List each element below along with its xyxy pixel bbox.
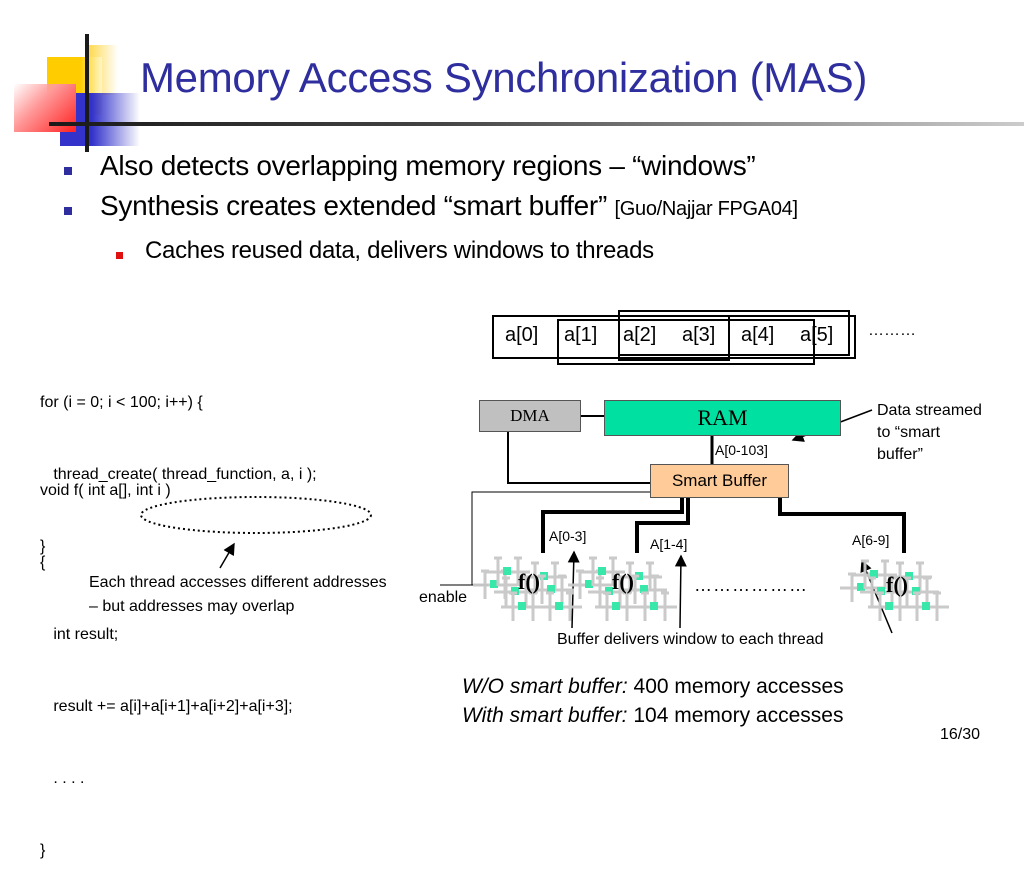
bullet-1: Also detects overlapping memory regions … xyxy=(100,150,756,182)
window-label-2: A[1-4] xyxy=(650,536,688,552)
enable-label: enable xyxy=(419,589,468,606)
code-line: } xyxy=(40,842,46,859)
array-cell: a[3] xyxy=(682,324,716,346)
result-value: 400 memory accesses xyxy=(633,675,844,698)
deliver-note: Buffer delivers window to each thread xyxy=(557,631,824,648)
thread-ellipsis: ……………… xyxy=(694,575,808,595)
stream-note-line: Data streamed xyxy=(877,402,982,419)
array-ellipsis: ……… xyxy=(868,322,916,339)
window-box-1 xyxy=(557,319,815,365)
sub-bullet-1: Caches reused data, delivers windows to … xyxy=(145,237,654,264)
dma-block: DMA xyxy=(479,400,581,432)
ram-bus-label: A[0-103] xyxy=(715,442,768,458)
code-line: void f( int a[], int i ) xyxy=(40,482,171,499)
array-cell: a[2] xyxy=(623,324,657,346)
window-box-3 xyxy=(618,315,730,361)
window-label-3: A[6-9] xyxy=(852,532,890,548)
thread-function-3: f() xyxy=(886,572,908,597)
ram-block: RAM xyxy=(604,400,841,436)
stream-note-line: buffer” xyxy=(877,446,923,463)
code-loop: for (i = 0; i < 100; i++) { thread_creat… xyxy=(40,343,317,583)
stream-note: Data streamed to “smart buffer” xyxy=(877,400,982,466)
code-line: int result; xyxy=(40,626,119,643)
note-arrow xyxy=(219,542,235,569)
title-underline xyxy=(49,122,1024,126)
code-line: } xyxy=(40,538,46,555)
logo-vertical-line xyxy=(85,34,89,152)
code-line: result += a[i]+a[i+1]+a[i+2]+a[i+3]; xyxy=(40,698,293,715)
bullet-2-citation: [Guo/Najjar FPGA04] xyxy=(614,198,798,220)
thread-function-2: f() xyxy=(612,569,634,594)
bullet-2: Synthesis creates extended “smart buffer… xyxy=(100,190,798,222)
page-number: 16/30 xyxy=(940,726,981,743)
code-function: void f( int a[], int i ) { int result; r… xyxy=(40,431,293,887)
array-cell: a[5] xyxy=(800,324,834,346)
array-cell: a[1] xyxy=(564,324,598,346)
diagram-lines xyxy=(140,310,951,634)
result-without: W/O smart buffer: 400 memory accesses xyxy=(462,675,844,699)
result-with: With smart buffer: 104 memory accesses xyxy=(462,704,843,728)
bullet-2-text: Synthesis creates extended “smart buffer… xyxy=(100,190,607,221)
result-label: With smart buffer: xyxy=(462,704,628,727)
bullet-1-text: Also detects overlapping memory regions … xyxy=(100,150,756,181)
code-line: { xyxy=(40,554,46,571)
slide-title: Memory Access Synchronization (MAS) xyxy=(140,54,868,101)
result-label: W/O smart buffer: xyxy=(462,675,628,698)
bullet-marker xyxy=(64,167,72,175)
code-line: . . . . xyxy=(40,770,85,787)
array-cell: a[0] xyxy=(505,324,539,346)
array-cell: a[4] xyxy=(741,324,775,346)
thread-function-1: f() xyxy=(518,569,540,594)
code-line: for (i = 0; i < 100; i++) { xyxy=(40,394,203,411)
window-label-1: A[0-3] xyxy=(549,528,587,544)
bullet-marker xyxy=(64,207,72,215)
smart-buffer-block: Smart Buffer xyxy=(650,464,789,498)
stream-note-line: to “smart xyxy=(877,424,941,441)
code-note: Each thread accesses different addresses… xyxy=(89,574,387,615)
highlight-ellipse xyxy=(140,496,372,534)
code-line: thread_create( thread_function, a, i ); xyxy=(40,466,317,483)
sub-bullet-marker xyxy=(116,252,123,259)
result-value: 104 memory accesses xyxy=(633,704,844,727)
